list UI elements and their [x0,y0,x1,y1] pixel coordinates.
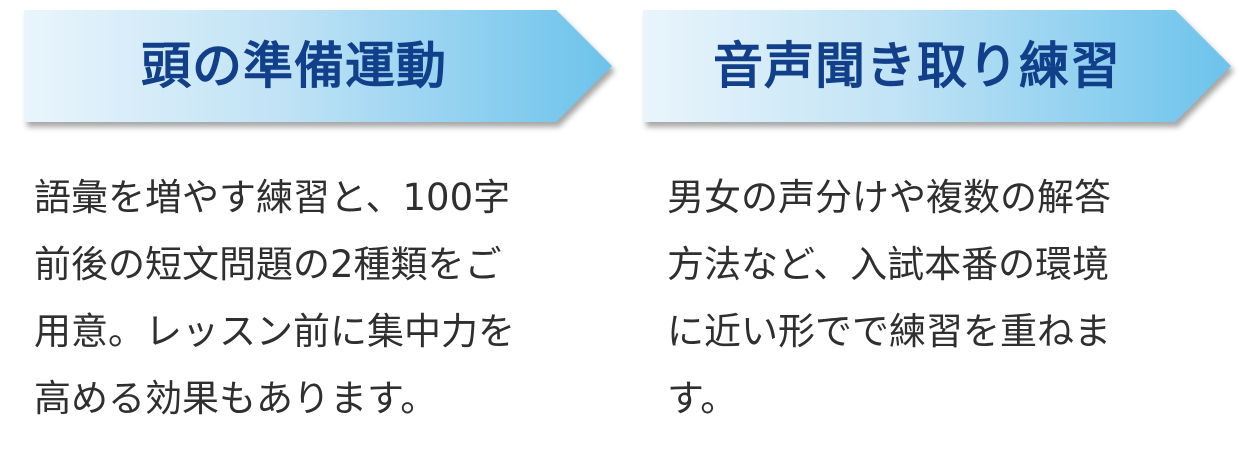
description-line: 語彙を増やす練習と、100字 [34,176,511,219]
card-title: 音声聞き取り練習 [713,37,1121,95]
arrow-banner: 頭の準備運動 [24,10,612,122]
description-line: 男女の声分けや複数の解答 [667,176,1111,219]
card-title: 頭の準備運動 [141,37,447,95]
description-line: す。 [667,377,738,420]
card-listening-practice: 音声聞き取り練習 男女の声分けや複数の解答 方法など、入試本番の環境 に近い形で… [643,0,1243,451]
card-description: 語彙を増やす練習と、100字 前後の短文問題の2種類をご 用意。レッスン前に集中… [34,164,594,432]
description-line: 高める効果もあります。 [34,377,438,420]
arrow-banner-shape [643,10,1231,122]
arrow-banner: 音声聞き取り練習 [643,10,1231,122]
card-description: 男女の声分けや複数の解答 方法など、入試本番の環境 に近い形でで練習を重ねま す… [667,164,1207,432]
description-line: 前後の短文問題の2種類をご [34,243,502,286]
description-line: に近い形でで練習を重ねま [667,310,1111,353]
arrow-banner-shape [24,10,612,122]
description-line: 用意。レッスン前に集中力を [34,310,515,353]
card-brain-warmup: 頭の準備運動 語彙を増やす練習と、100字 前後の短文問題の2種類をご 用意。レ… [24,0,624,451]
description-line: 方法など、入試本番の環境 [667,243,1110,286]
